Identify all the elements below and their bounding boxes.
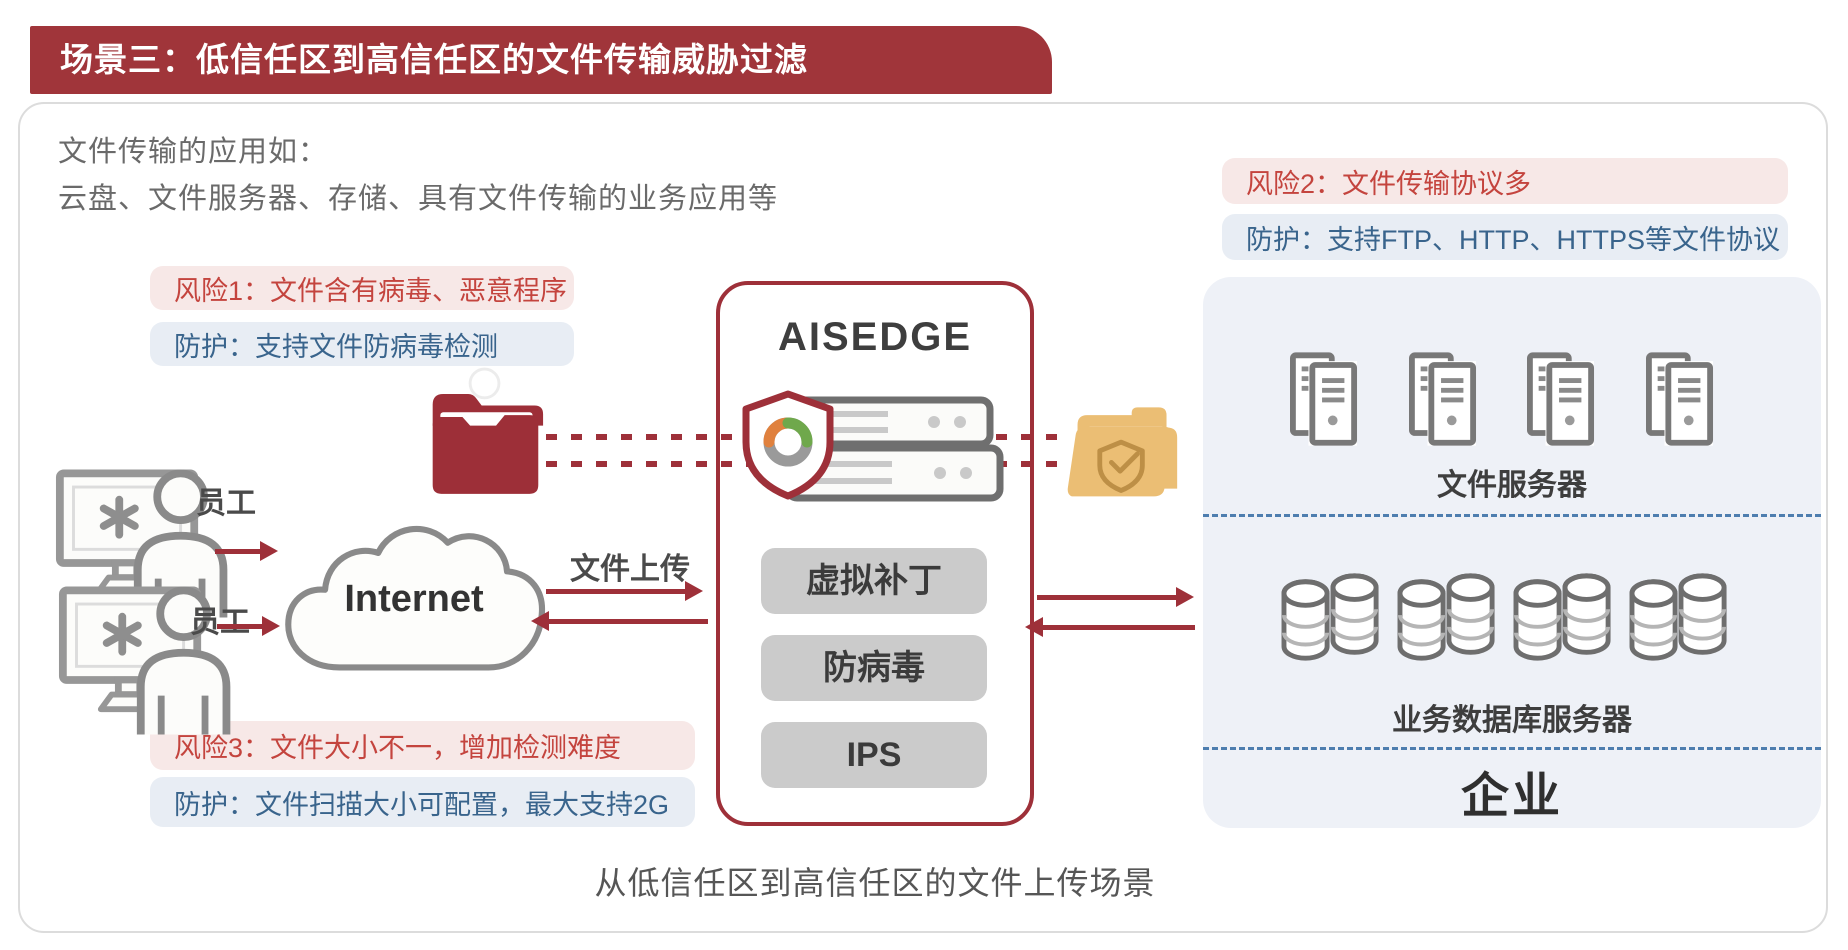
employee1-arrow bbox=[215, 541, 278, 561]
scenario-banner: 场景三：低信任区到高信任区的文件传输威胁过滤 bbox=[30, 26, 1052, 94]
db-server-label: 业务数据库服务器 bbox=[1392, 704, 1632, 737]
intro-line-1: 文件传输的应用如： bbox=[58, 136, 329, 168]
upload-label: 文件上传 bbox=[570, 553, 690, 586]
scenario-title: 场景三：低信任区到高信任区的文件传输威胁过滤 bbox=[60, 41, 808, 78]
database-icon bbox=[1629, 573, 1727, 661]
employee1-label: 员工 bbox=[196, 487, 256, 520]
gateway-shield-server-icon bbox=[742, 390, 1004, 502]
protect1-badge: 防护：支持文件防病毒检测 bbox=[150, 322, 574, 366]
workstation-user-icon bbox=[58, 586, 231, 735]
database-icon bbox=[1281, 573, 1379, 661]
enterprise-zone-label: 企业 bbox=[1460, 770, 1563, 823]
risk3-badge: 风险3：文件大小不一，增加检测难度 bbox=[150, 721, 695, 770]
employee2-arrow bbox=[217, 616, 280, 636]
risk1-badge: 风险1：文件含有病毒、恶意程序 bbox=[150, 266, 574, 310]
intro-line-2: 云盘、文件服务器、存储、具有文件传输的业务应用等 bbox=[58, 183, 779, 215]
feature-virtual-patch: 虚拟补丁 bbox=[761, 548, 987, 614]
clean-folder-shield-icon bbox=[1067, 407, 1178, 497]
aisedge-title: AISEDGE bbox=[777, 315, 973, 359]
file-server-icon bbox=[1527, 352, 1595, 446]
feature-antivirus: 防病毒 bbox=[761, 635, 987, 701]
workstation-user-icon bbox=[55, 469, 228, 618]
file-server-icon bbox=[1645, 352, 1713, 446]
diagram-caption: 从低信任区到高信任区的文件上传场景 bbox=[594, 865, 1156, 901]
protect3-badge: 防护：文件扫描大小可配置，最大支持2G bbox=[150, 777, 695, 827]
file-server-icon bbox=[1408, 352, 1476, 446]
file-server-label: 文件服务器 bbox=[1437, 469, 1587, 502]
zone-separator-1 bbox=[1203, 514, 1821, 517]
protect2-badge: 防护：支持FTP、HTTP、HTTPS等文件协议 bbox=[1222, 214, 1788, 260]
file-server-row bbox=[1290, 352, 1714, 448]
enterprise-to-gateway-arrow bbox=[1025, 617, 1195, 637]
upload-arrow-right bbox=[546, 581, 703, 601]
download-arrow-left bbox=[531, 611, 708, 631]
internet-label: Internet bbox=[344, 578, 484, 620]
zone-separator-2 bbox=[1203, 747, 1821, 750]
infected-folder-icon bbox=[432, 367, 544, 494]
gateway-to-enterprise-arrow bbox=[1037, 587, 1194, 607]
database-icon bbox=[1397, 573, 1495, 661]
database-row bbox=[1280, 570, 1732, 668]
risk2-badge: 风险2：文件传输协议多 bbox=[1222, 158, 1788, 204]
feature-ips: IPS bbox=[761, 722, 987, 788]
database-icon bbox=[1513, 573, 1611, 661]
employee2-label: 员工 bbox=[190, 606, 250, 639]
file-server-icon bbox=[1290, 352, 1358, 446]
